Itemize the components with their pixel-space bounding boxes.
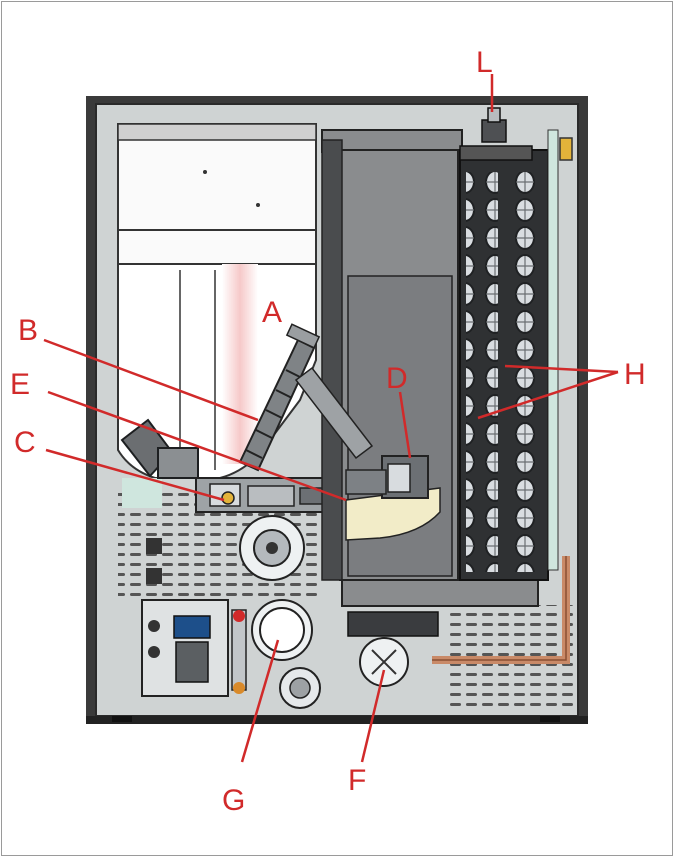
- igniter: [345, 455, 429, 499]
- leader-h-2: [477, 370, 619, 420]
- leader-h-1: [504, 364, 619, 374]
- leader-c: [45, 448, 225, 502]
- leader-d: [398, 391, 412, 459]
- smoke-fan: [239, 515, 305, 581]
- leader-b: [43, 338, 259, 422]
- callout-d: D: [386, 362, 408, 395]
- callout-labels: A B E C D H L F G: [10, 46, 646, 817]
- control-board: [141, 538, 247, 697]
- heat-exchanger: [459, 145, 549, 581]
- circulation-pump: [347, 611, 439, 687]
- callout-c: C: [14, 426, 36, 459]
- firebox: [321, 129, 539, 607]
- leader-e: [47, 390, 347, 502]
- auger: [238, 323, 321, 472]
- expansion-tank: [251, 599, 321, 709]
- gearmotor: [120, 418, 199, 479]
- leader-g: [240, 639, 280, 763]
- callout-a: A: [262, 296, 282, 329]
- callout-f: F: [348, 764, 366, 797]
- callout-l: L: [476, 46, 493, 79]
- callout-b: B: [18, 314, 38, 347]
- leader-lines: [43, 74, 619, 763]
- water-pipe: [432, 129, 573, 664]
- callout-h: H: [624, 358, 646, 391]
- callout-e: E: [10, 368, 30, 401]
- leader-f: [360, 669, 386, 763]
- deflector-plate: [294, 366, 374, 460]
- pellet-hopper: [117, 123, 317, 479]
- callout-g: G: [222, 784, 245, 817]
